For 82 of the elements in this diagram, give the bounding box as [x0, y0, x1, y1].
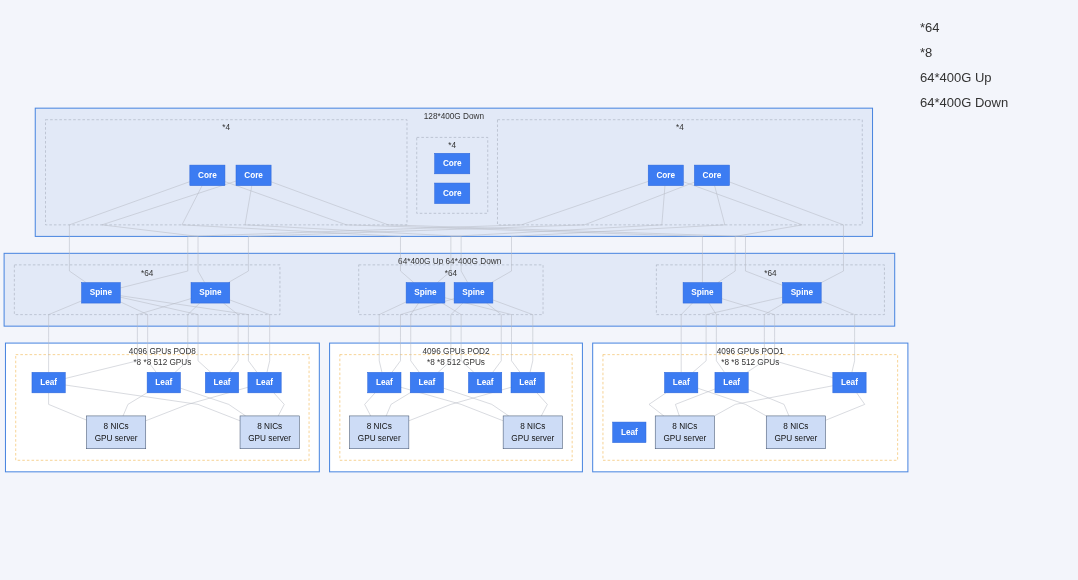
connector	[486, 302, 502, 373]
connector	[181, 185, 414, 283]
connector	[385, 392, 411, 417]
connector	[746, 302, 785, 373]
connector	[437, 185, 666, 283]
connector	[692, 296, 783, 373]
connector	[48, 300, 82, 373]
node-box: Core	[189, 164, 226, 186]
node-box: Core	[434, 153, 471, 175]
connector	[729, 181, 844, 283]
node-box: Core	[235, 164, 272, 186]
node-box: Core	[694, 164, 730, 186]
connector	[122, 392, 148, 417]
connector	[120, 296, 211, 373]
node-box: Core	[647, 164, 684, 186]
connector	[229, 299, 270, 373]
node-box: Spine	[682, 282, 723, 304]
connector	[120, 181, 649, 289]
node-box: 8 NICs GPU server	[239, 415, 300, 449]
connector	[174, 302, 200, 373]
connector	[48, 392, 87, 421]
connector	[223, 302, 239, 373]
connector	[675, 388, 716, 417]
connector	[270, 181, 783, 286]
connector	[492, 299, 534, 373]
connector	[101, 180, 237, 283]
node-box: Core	[434, 182, 471, 204]
node-box: Leaf	[832, 372, 867, 394]
node-box: Leaf	[612, 421, 647, 443]
connector	[714, 385, 834, 417]
node-box: Spine	[190, 282, 231, 304]
node-box: Leaf	[468, 372, 503, 394]
connector	[391, 298, 455, 373]
connector	[697, 387, 767, 417]
connector	[721, 298, 834, 378]
connector	[443, 387, 509, 417]
cluster	[34, 107, 874, 237]
node-label: 128*400G Down	[423, 111, 484, 121]
connector	[145, 387, 249, 422]
note-label: 64*400G Up	[920, 70, 993, 85]
connector	[491, 185, 726, 283]
connector	[244, 185, 468, 283]
node-box: Spine	[782, 282, 822, 304]
node-box: Leaf	[664, 372, 699, 394]
node-box: Leaf	[205, 372, 239, 394]
connector	[825, 392, 865, 421]
node-box: Leaf	[247, 372, 282, 394]
note-label: *8	[920, 45, 934, 60]
connector	[820, 300, 855, 373]
connector	[747, 389, 790, 417]
node-label: 64*400G Up 64*400G Down	[398, 256, 502, 266]
node-box: 8 NICs GPU server	[349, 415, 410, 449]
connector	[65, 384, 241, 422]
connector	[69, 181, 191, 283]
connector	[442, 302, 475, 373]
node-box: 8 NICs GPU server	[654, 415, 715, 449]
connector	[708, 302, 725, 373]
connector	[444, 297, 521, 373]
node-box: Leaf	[510, 372, 545, 394]
connector	[683, 181, 803, 283]
note-label: 64*400G Down	[920, 95, 1010, 110]
connector	[437, 302, 464, 373]
node-box: Leaf	[31, 372, 66, 394]
connector	[120, 295, 258, 373]
node-box: 8 NICs GPU server	[86, 415, 146, 449]
connector	[378, 301, 407, 373]
connector	[120, 301, 157, 373]
node-box: Spine	[453, 282, 494, 304]
node-box: Leaf	[409, 372, 444, 394]
note-label: *64	[920, 20, 941, 35]
node-box: Leaf	[367, 372, 402, 394]
connector	[410, 302, 420, 373]
connector	[180, 387, 246, 417]
node-box: Leaf	[714, 372, 749, 394]
connector	[680, 302, 693, 373]
node-box: Spine	[81, 282, 121, 304]
node-box: 8 NICs GPU server	[502, 415, 563, 449]
node-box: Spine	[405, 282, 446, 304]
node-box: 8 NICs GPU server	[766, 415, 826, 449]
node-box: Leaf	[146, 372, 181, 394]
cluster	[3, 252, 896, 327]
connector	[65, 298, 192, 379]
